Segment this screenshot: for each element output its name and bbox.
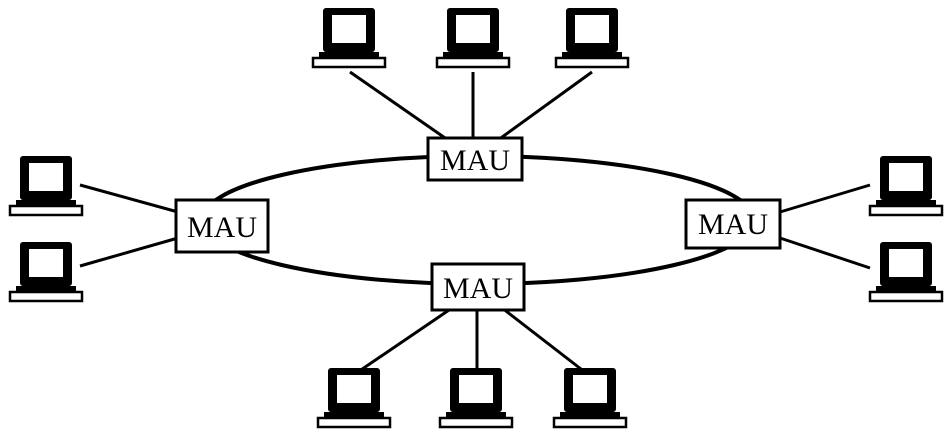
link-left-1 (79, 183, 179, 214)
workstation-bottom-3-icon (552, 366, 628, 429)
workstation-top-2-icon (435, 6, 511, 69)
mau-bottom-box (430, 262, 526, 312)
mau-top: MAU (426, 136, 524, 182)
mau-right: MAU (684, 198, 782, 250)
workstation-top-3-icon (554, 6, 630, 69)
mau-left-label: MAU (187, 211, 257, 244)
workstation-right-1-icon (868, 154, 944, 217)
workstation-left-2-icon (8, 240, 84, 303)
workstation-bottom-2-icon (438, 366, 514, 429)
workstation-top-1-icon (311, 6, 387, 69)
workstation-left-1-icon (8, 154, 84, 217)
links (79, 70, 871, 378)
workstation-bottom-1-icon (316, 366, 392, 429)
link-right-1 (779, 183, 871, 214)
link-bottom-1 (351, 306, 453, 378)
workstation-right-2-icon (868, 240, 944, 303)
link-right-2 (779, 236, 871, 270)
link-top-1 (349, 70, 449, 142)
link-bottom-3 (501, 306, 591, 378)
mau-right-box (684, 198, 782, 250)
link-top-3 (497, 70, 593, 142)
mau-bottom: MAU (430, 262, 526, 312)
mau-top-box (426, 136, 524, 182)
mau-left-box (174, 198, 270, 254)
mau-left: MAU (174, 198, 270, 254)
mau-right-label: MAU (698, 208, 768, 241)
mau-bottom-label: MAU (443, 272, 513, 305)
mau-top-label: MAU (440, 144, 510, 177)
link-left-2 (79, 236, 179, 268)
